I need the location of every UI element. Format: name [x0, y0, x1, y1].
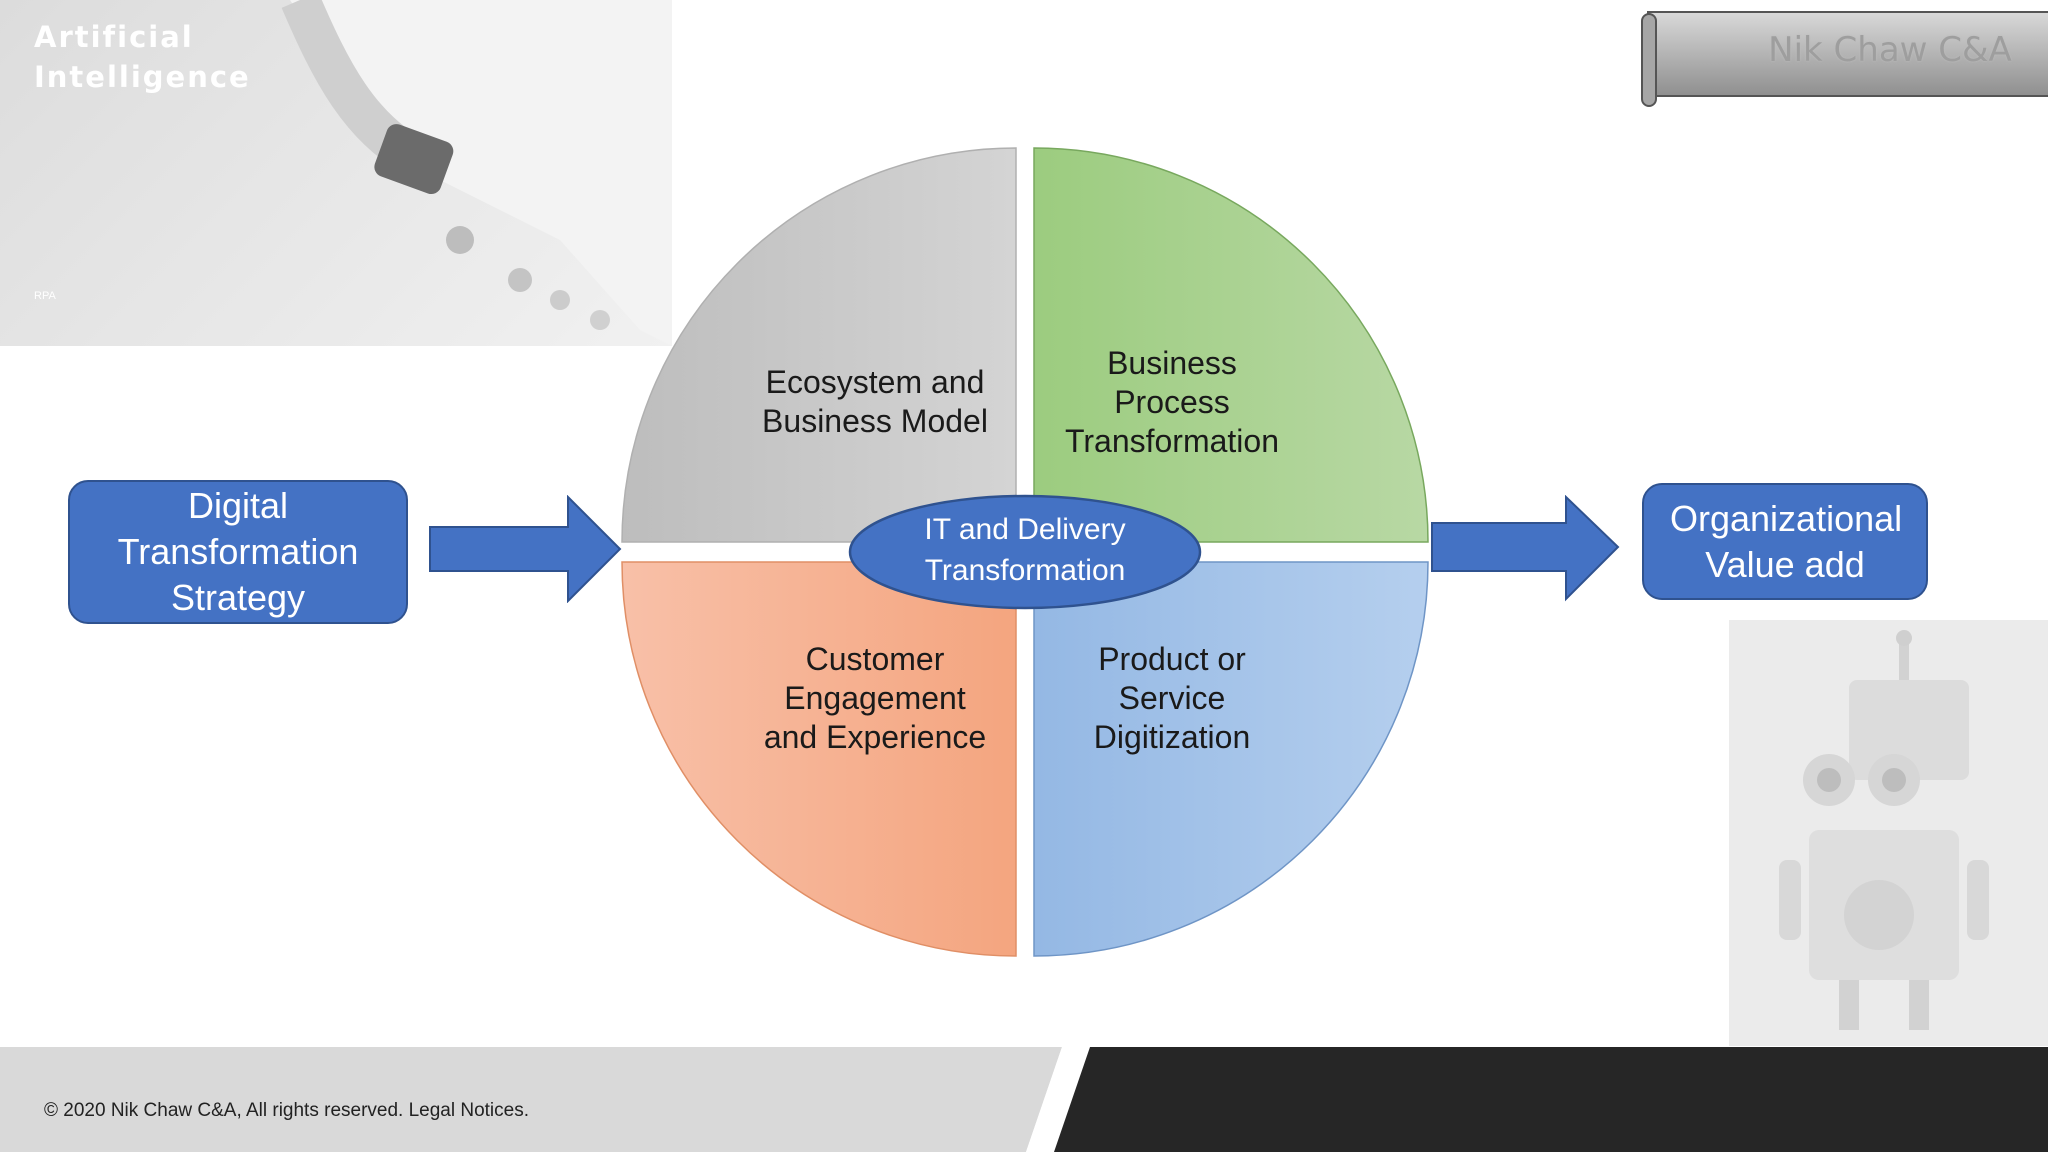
- strategy-label: Digital Transformation Strategy: [117, 485, 359, 618]
- footer-bar: [0, 1047, 2048, 1152]
- quadrant-diagram: [621, 147, 1429, 957]
- robot-image: [1729, 620, 2048, 1046]
- quadrant-product-digitization: [1033, 561, 1429, 957]
- center-ellipse: [848, 494, 1202, 610]
- label-it-delivery: IT and Delivery Transformation: [924, 513, 1126, 587]
- robot-hand-illustration: [281, 0, 672, 346]
- quadrant-customer-engagement: [621, 561, 1017, 957]
- banner-title-line1: Artificial: [34, 20, 194, 54]
- label-business-process: Business Process Transformation: [1065, 345, 1279, 459]
- quadrant-ecosystem: [621, 147, 1017, 543]
- ai-banner-image: Artificial Intelligence RPA: [0, 0, 672, 346]
- banner-tag: RPA: [34, 290, 56, 302]
- organizational-value-box: Organizational Value add: [1642, 483, 1928, 600]
- robot-illustration: [1729, 620, 2048, 1046]
- scroll-shape: [1641, 11, 2048, 107]
- banner-title-line2: Intelligence: [34, 60, 251, 94]
- label-product-digitization: Product or Service Digitization: [1093, 641, 1251, 755]
- digital-transformation-strategy-box: Digital Transformation Strategy: [68, 480, 408, 624]
- quadrant-business-process: [1033, 147, 1429, 543]
- label-customer-engagement: Customer Engagement and Experience: [763, 641, 987, 755]
- copyright-text: © 2020 Nik Chaw C&A, All rights reserved…: [44, 1100, 529, 1121]
- badge-label: Nik Chaw C&A: [1768, 30, 2012, 70]
- value-label: Organizational Value add: [1670, 497, 1903, 585]
- scroll-badge: Nik Chaw C&A: [1640, 10, 2048, 110]
- left-arrow-icon: [429, 495, 622, 603]
- label-ecosystem: Ecosystem and Business Model: [762, 364, 988, 439]
- right-arrow-icon: [1431, 495, 1620, 602]
